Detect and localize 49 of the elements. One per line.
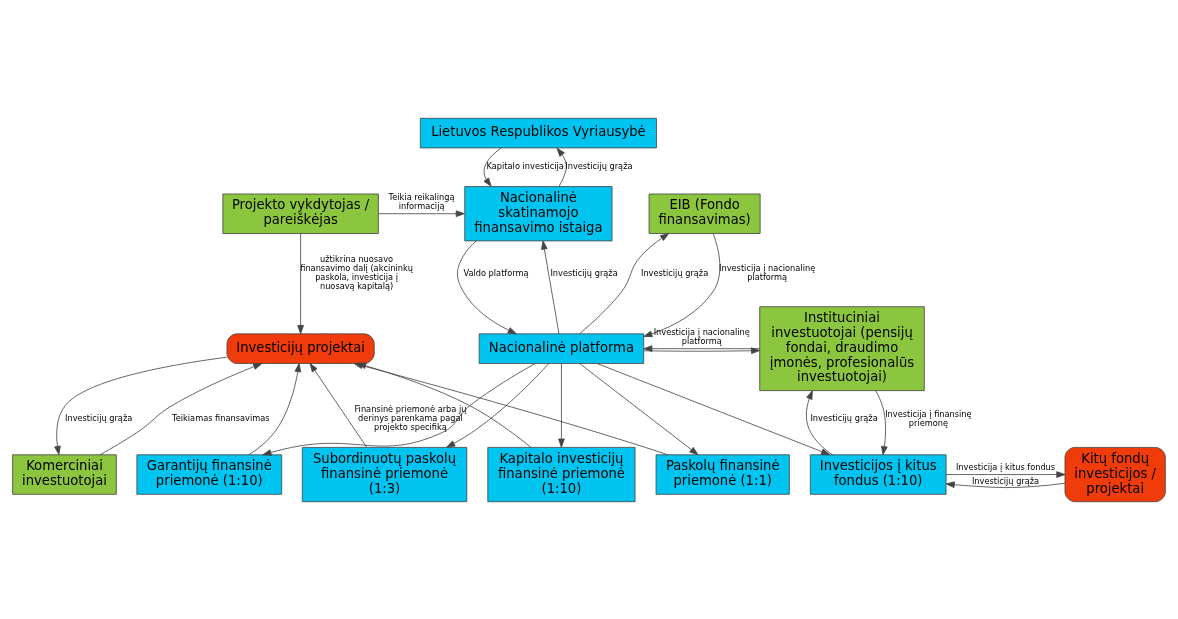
edge-label: Investicijų grąža <box>550 267 618 278</box>
edge-label: Teikia reikalingą informaciją <box>388 191 455 211</box>
edge-label: Investicija į finansinę priemonę <box>885 408 972 428</box>
node-box: Investicijos į kitus fondus (1:10) <box>809 453 947 495</box>
edge-label: Investicijų grąža <box>971 475 1040 486</box>
node-box: Kapitalo investicijų finansinė priemonė (1:10) <box>487 446 636 502</box>
node-box: Investicijų projektai <box>226 332 375 364</box>
node-box: Garantijų finansinė priemonė (1:10) <box>136 453 283 495</box>
arrow <box>54 356 228 455</box>
node-box: Subordinuotų paskolų finansinė priemonė (1:3) <box>301 446 468 502</box>
arrow <box>378 209 465 217</box>
arrow <box>457 240 517 334</box>
node-box: Paskolų finansinė priemonė (1:1) <box>655 453 790 495</box>
arrow <box>541 240 560 334</box>
arrow <box>99 362 263 455</box>
edge-label: Investicijų grąža <box>65 412 133 423</box>
node-box: Komerciniai investuotojai <box>12 453 117 495</box>
edge-label: Investicijų grąža <box>565 160 633 171</box>
edge-label: Investicija į nacionalinę platformą <box>653 326 750 346</box>
arrow <box>248 362 302 455</box>
edge-label: Valdo platformą <box>463 267 529 278</box>
node-box: Nacionalinė platforma <box>478 332 645 364</box>
node-box: Projekto vykdytojas / pareiškėjas <box>222 193 379 234</box>
arrow <box>875 389 888 455</box>
arrow <box>643 232 721 337</box>
node-box: Instituciniai investuotojai (pensijų fondai, draudimo įmonės, profesionalūs investuotojai) <box>759 305 925 391</box>
edge-label: užtikrina nuosavo finansavimo dalį (akcininkų paskola, investicija į nuosavą kapitalą) <box>300 253 413 291</box>
arrow <box>596 362 831 455</box>
node-box: Kitų fondų investicijos / projektai <box>1064 446 1166 502</box>
arrow <box>297 232 304 334</box>
arrow <box>579 232 670 334</box>
edge-label: Investicijų grąža <box>810 412 878 423</box>
node-box: EIB (Fondo finansavimas) <box>648 193 761 234</box>
arrow <box>483 147 502 187</box>
edge-label: Kapitalo investicija <box>486 160 564 171</box>
edge-label: Investicija į kitus fondus <box>955 461 1056 472</box>
arrow <box>579 362 699 455</box>
arrow <box>556 147 567 187</box>
edge-label: Teikiamas finansavimas <box>172 412 270 423</box>
arrow <box>945 470 1066 478</box>
node-box: Lietuvos Respublikos Vyriausybė <box>419 117 657 148</box>
edge-label: Investicija į nacionalinę platformą <box>719 262 816 282</box>
arrow <box>558 362 565 448</box>
arrow <box>945 480 1066 488</box>
arrow <box>805 389 834 455</box>
edge-label: Finansinė priemonė arba jų derinys parenkama pagal projekto specifiką <box>354 403 467 432</box>
node-box: Nacionalinė skatinamojo finansavimo istaiga <box>464 185 613 241</box>
edge-label: Investicijų grąža <box>640 267 709 278</box>
arrow <box>446 362 550 448</box>
